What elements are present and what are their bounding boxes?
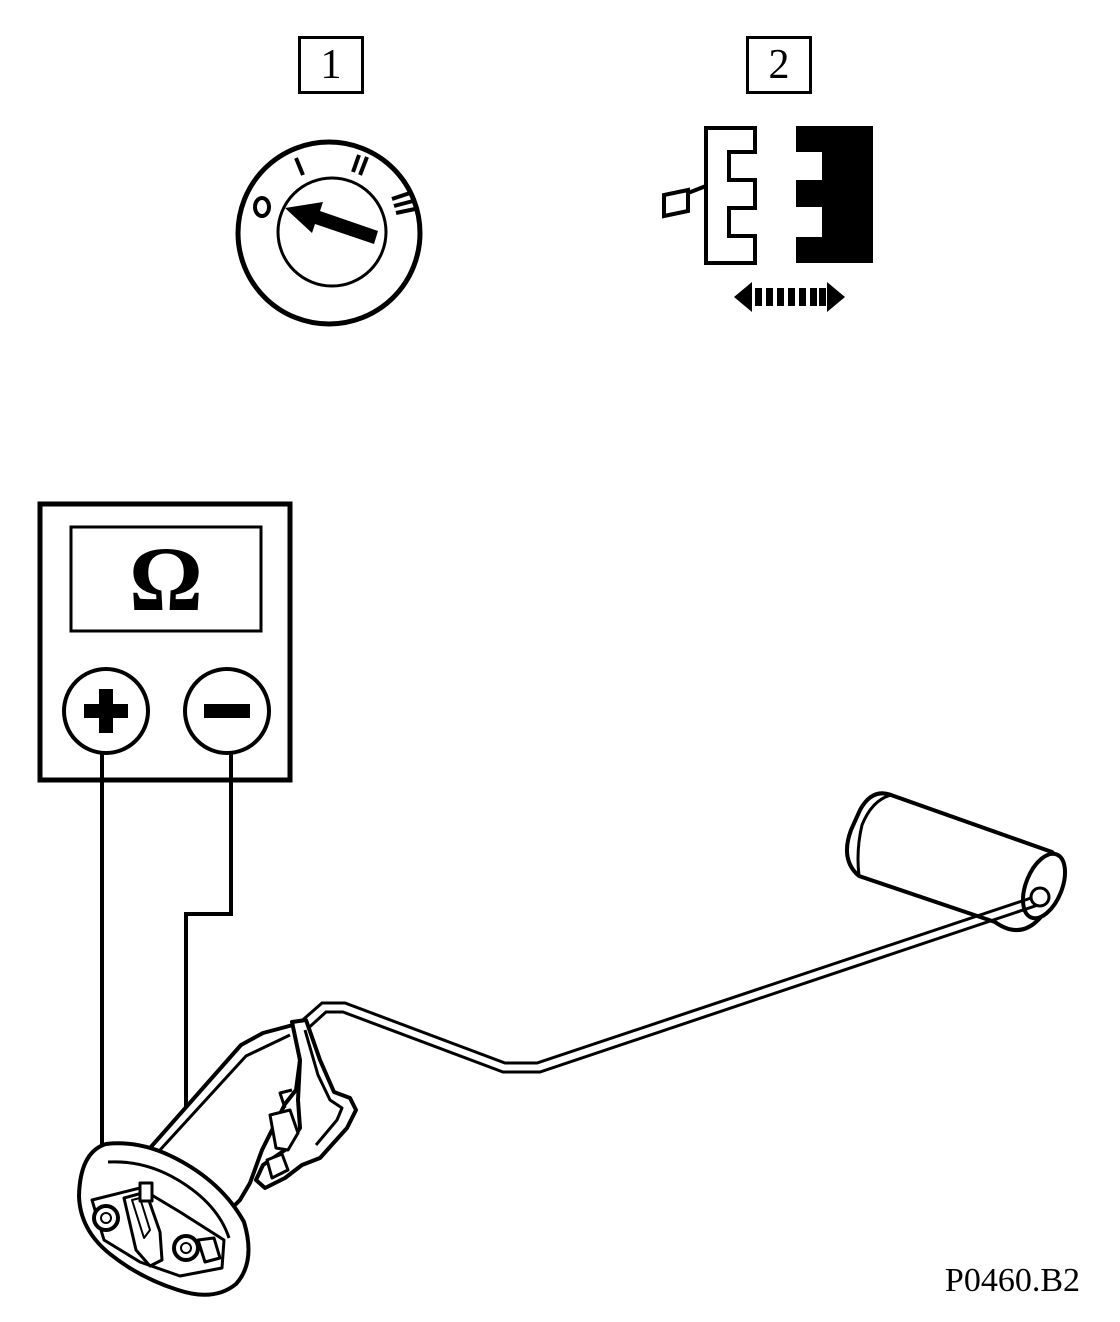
double-arrow-icon <box>734 282 845 312</box>
step-2-label: 2 <box>746 36 812 94</box>
ignition-position-2-mark <box>351 154 369 176</box>
connector-disconnect-icon <box>662 126 873 312</box>
ignition-position-3-mark <box>391 191 416 215</box>
step-2-number: 2 <box>768 42 790 88</box>
fuel-float <box>844 791 1067 932</box>
ignition-position-1-mark <box>294 157 305 176</box>
float-arm <box>296 886 1051 1074</box>
test-leads <box>100 753 233 1235</box>
step-1-number: 1 <box>320 42 342 88</box>
ohm-unit-symbol: Ω <box>129 528 203 630</box>
ohmmeter-display <box>69 525 263 633</box>
minus-icon <box>204 704 250 718</box>
negative-lead <box>184 753 233 1235</box>
ignition-key-arrow <box>285 202 378 244</box>
connector-half-filled <box>796 126 873 263</box>
step-1-label: 1 <box>298 36 364 94</box>
plus-icon <box>84 689 128 733</box>
ignition-position-0-mark <box>253 196 271 218</box>
connector-half-open <box>704 126 757 265</box>
ohmmeter <box>37 501 293 783</box>
figure-reference-code: P0460.B2 <box>944 1262 1080 1299</box>
fuel-sender-unit <box>77 1018 358 1297</box>
ignition-switch-icon <box>235 139 423 327</box>
